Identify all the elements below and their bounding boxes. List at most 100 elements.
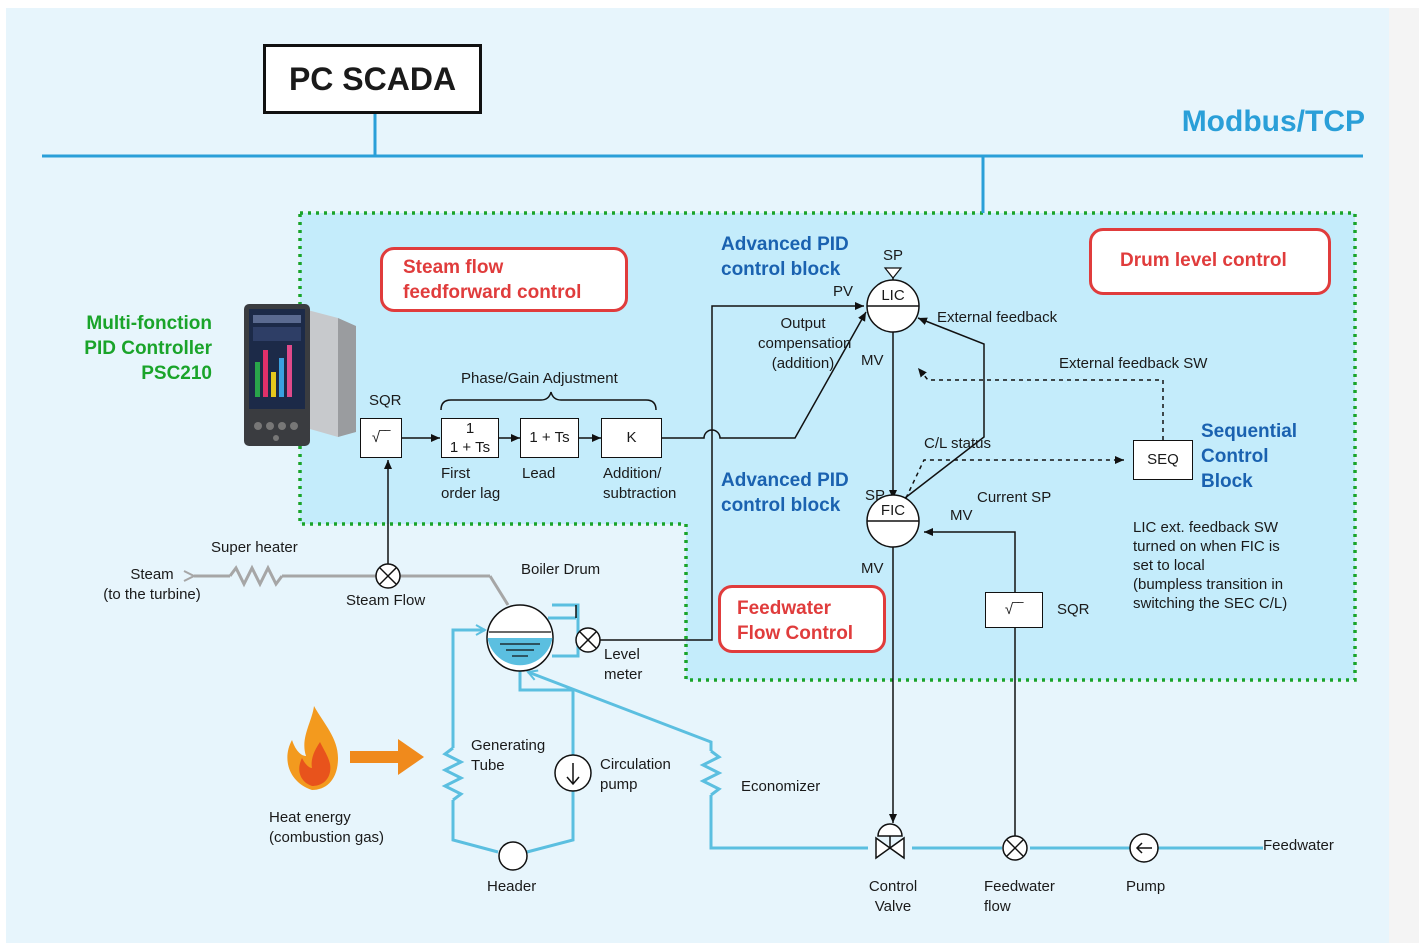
flame-icon [287, 706, 338, 790]
boiler-drum-label: Boiler Drum [521, 561, 601, 578]
control-valve-label: Control Valve [853, 877, 933, 917]
level-meter [575, 627, 601, 653]
caption-line: subtraction [603, 485, 677, 502]
boiler-drum [486, 604, 554, 672]
label-line: Level [604, 646, 640, 663]
ext-feedback-sw-label: External feedback SW [1059, 355, 1208, 372]
cl-status-label: C/L status [924, 435, 991, 452]
controller-title-line: PSC210 [141, 363, 212, 384]
first-order-lag-block: 1 1 + Ts [441, 418, 499, 458]
header-label: Header [487, 878, 537, 895]
control-zone [298, 211, 1357, 682]
caption-line: order lag [441, 485, 501, 502]
k-caption: Addition/ subtraction [603, 464, 676, 504]
current-sp-label: Current SP [977, 489, 1052, 506]
gain-k-block: K [601, 418, 662, 458]
lag-denominator: 1 + Ts [449, 439, 491, 456]
label-line: (to the turbine) [103, 586, 201, 603]
sqr-block-top: √‾‾ [360, 418, 402, 458]
label-line: (combustion gas) [269, 829, 385, 846]
label-line: pump [600, 776, 638, 793]
sqr-bottom-label: SQR [1057, 601, 1090, 618]
feedwater-flow-label: Feedwater flow [984, 877, 1055, 917]
heat-energy-label: Heat energy (combustion gas) [269, 808, 384, 848]
water-pipes [441, 603, 1263, 854]
pump-label: Pump [1126, 878, 1166, 895]
steam-ff-zone-title: Steam flow feedforward control [380, 247, 628, 312]
controller-title: Multi-fonction PID Controller PSC210 [40, 311, 212, 386]
heading-line: control block [721, 259, 841, 280]
output-comp-label: Output compensation (addition) [758, 314, 852, 374]
controller-title-line: Multi-fonction [86, 313, 212, 334]
steam-flow-meter [375, 563, 401, 589]
adv-pid-top-title: Advanced PID control block [721, 232, 849, 282]
header-icon [498, 841, 528, 871]
super-heater-label: Super heater [211, 539, 298, 556]
lead-caption: Lead [522, 465, 556, 482]
phase-gain-brace [440, 391, 657, 411]
note-line: set to local [1133, 557, 1205, 574]
seq-note: LIC ext. feedback SW turned on when FIC … [1133, 518, 1287, 613]
economizer-label: Economizer [741, 778, 821, 795]
feed-pump-icon [1129, 833, 1159, 863]
sp-fic-label: SP [865, 487, 886, 504]
heading-line: Block [1201, 471, 1253, 492]
circulation-pump-icon [554, 754, 592, 792]
pc-scada-box: PC SCADA [263, 44, 482, 114]
label-line: Output [780, 315, 826, 332]
zone-title-line: Feedwater [737, 598, 831, 619]
zone-title-line: feedforward control [403, 282, 582, 303]
controller-title-line: PID Controller [84, 338, 212, 359]
heading-line: Advanced PID [721, 234, 849, 255]
adv-pid-bottom-title: Advanced PID control block [721, 468, 849, 518]
note-line: LIC ext. feedback SW [1133, 519, 1279, 536]
level-meter-label: Level meter [604, 645, 642, 685]
lag-caption: First order lag [441, 464, 500, 504]
lead-block: 1 + Ts [520, 418, 579, 458]
drum-level-zone-title: Drum level control [1089, 228, 1331, 295]
fic-label: FIC [880, 502, 906, 519]
sequential-block-title: Sequential Control Block [1201, 419, 1297, 494]
note-line: turned on when FIC is [1133, 538, 1280, 555]
caption-line: First [441, 465, 471, 482]
mv-lic-label: MV [861, 352, 884, 369]
sqr-block-bottom: √‾‾ [985, 592, 1043, 628]
sp-top-label: SP [883, 247, 904, 264]
label-line: Feedwater [984, 878, 1055, 895]
label-line: Control [868, 878, 918, 895]
sqrt-symbol: √‾‾ [371, 429, 391, 446]
feedwater-zone-title: Feedwater Flow Control [718, 585, 886, 653]
label-line: Circulation [600, 756, 671, 773]
feedwater-inlet-label: Feedwater [1263, 837, 1334, 854]
pv-label: PV [833, 283, 854, 300]
label-line: compensation [758, 335, 852, 352]
label-line: flow [984, 898, 1011, 915]
network-label: Modbus/TCP [1181, 105, 1365, 138]
feedwater-flow-meter [1002, 835, 1028, 861]
heading-line: Advanced PID [721, 470, 849, 491]
lag-numerator: 1 [465, 420, 475, 437]
right-margin [1389, 8, 1419, 943]
controller-device-icon [244, 304, 356, 446]
note-line: switching the SEC C/L) [1133, 595, 1288, 612]
label-line: meter [604, 666, 643, 683]
label-line: Heat energy [269, 809, 351, 826]
sqr-top-label: SQR [369, 392, 402, 409]
steam-outlet-label: Steam (to the turbine) [92, 565, 212, 605]
zone-title-line: Steam flow [403, 257, 504, 278]
ext-feedback-label: External feedback [937, 309, 1058, 326]
label-line: (addition) [771, 355, 835, 372]
label-line: Tube [471, 757, 505, 774]
phase-gain-label: Phase/Gain Adjustment [461, 370, 618, 387]
seq-block: SEQ [1133, 440, 1193, 480]
mv-fic-bottom-label: MV [861, 560, 884, 577]
heading-line: Control [1201, 446, 1269, 467]
zone-title-line: Drum level control [1120, 250, 1287, 271]
heading-line: Sequential [1201, 421, 1298, 442]
lic-bubble [866, 267, 920, 333]
steam-flow-label: Steam Flow [346, 592, 426, 609]
circulation-pump-label: Circulation pump [600, 755, 671, 795]
lic-label: LIC [881, 287, 905, 304]
